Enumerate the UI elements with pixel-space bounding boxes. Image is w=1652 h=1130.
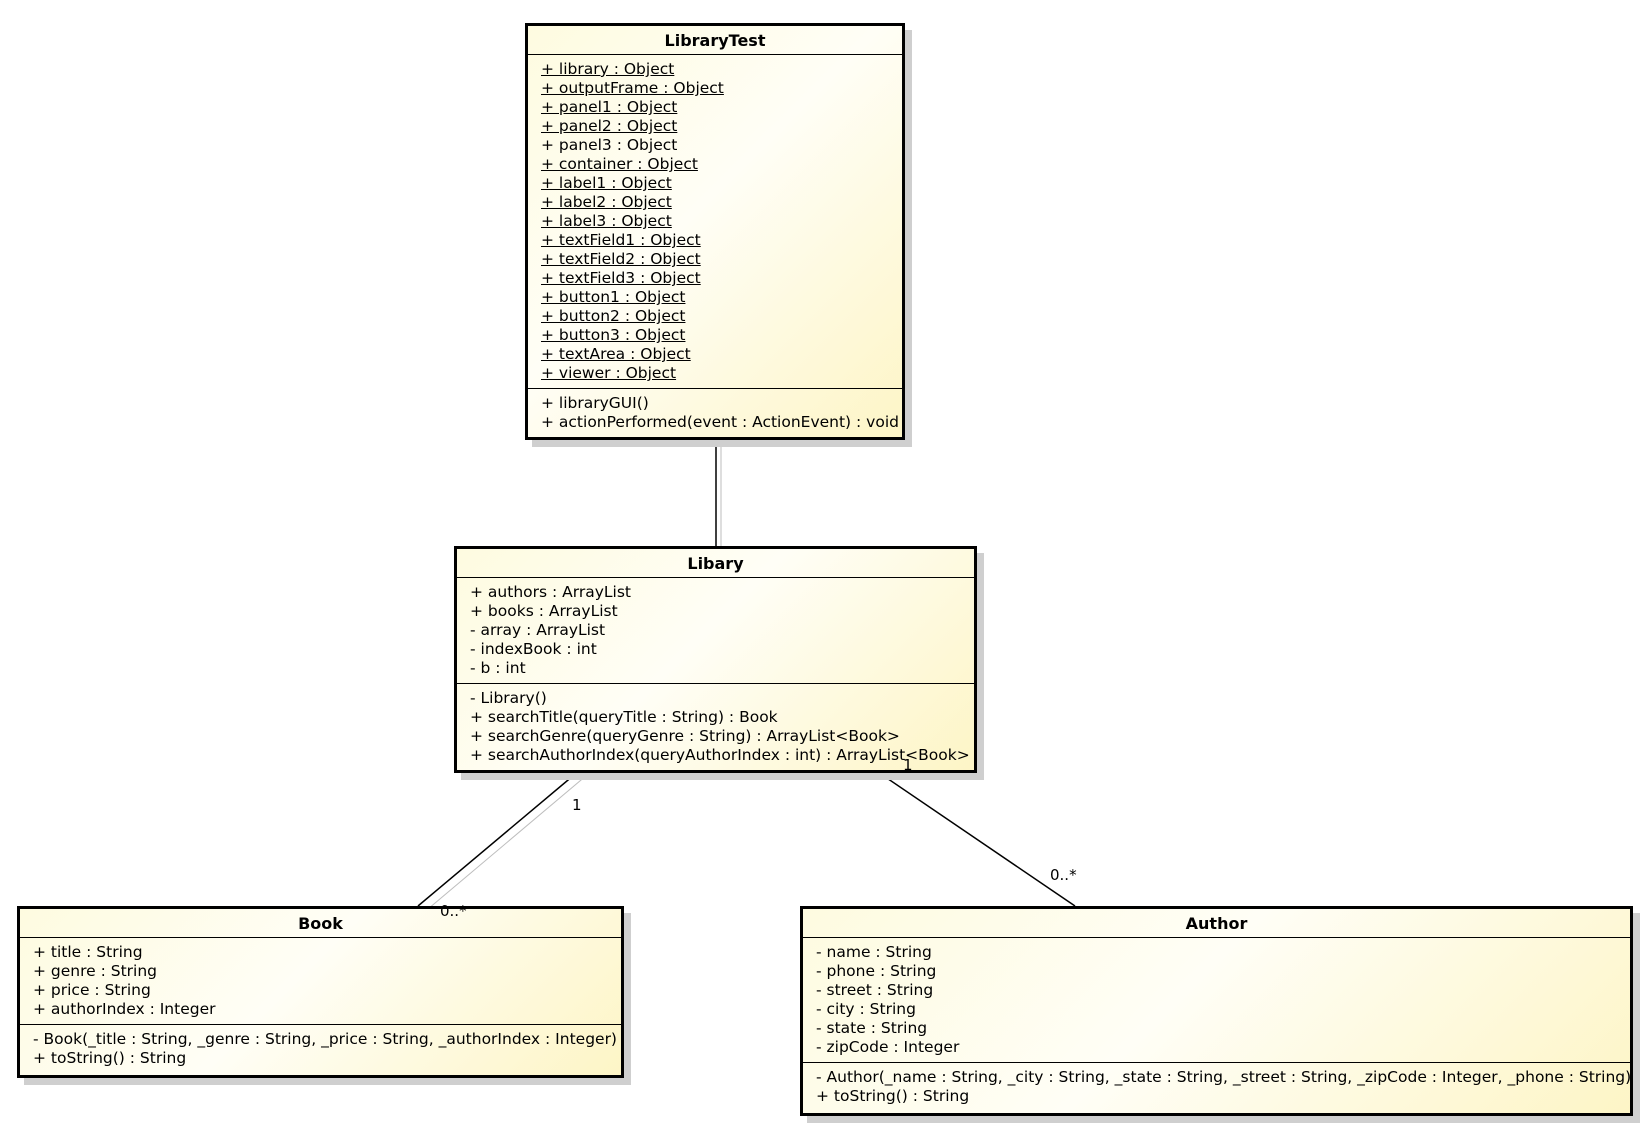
operation-row: - Author(_name : String, _city : String,… [816,1068,1632,1086]
attribute-row: - array : ArrayList [470,621,606,639]
attributes-compartment: - name : String- phone : String- street … [803,938,1630,1063]
attribute-row: + outputFrame : Object [541,79,724,97]
attribute-row: + price : String [33,981,151,999]
attributes-compartment: + title : String+ genre : String+ price … [20,938,621,1025]
class-name: Book [20,909,621,938]
operation-row: + toString() : String [816,1087,970,1105]
attribute-row: - b : int [470,659,526,677]
attribute-row: + panel1 : Object [541,98,678,116]
operation-row: + toString() : String [33,1049,187,1067]
attribute-row: - indexBook : int [470,640,597,658]
attribute-row: - name : String [816,943,932,961]
operation-row: + searchAuthorIndex(queryAuthorIndex : i… [470,746,970,764]
attribute-row: - city : String [816,1000,916,1018]
attribute-row: + button2 : Object [541,307,686,325]
attribute-row: + button1 : Object [541,288,686,306]
attribute-row: + genre : String [33,962,158,980]
operation-row: - Book(_title : String, _genre : String,… [33,1030,617,1048]
multiplicity-libary-author-source: 1 [903,756,913,774]
operation-row: + actionPerformed(event : ActionEvent) :… [541,413,899,431]
attribute-row: + button3 : Object [541,326,686,344]
attribute-row: - street : String [816,981,934,999]
class-libary[interactable]: Libary + authors : ArrayList+ books : Ar… [454,546,977,773]
attribute-row: + title : String [33,943,143,961]
attribute-row: + textField1 : Object [541,231,701,249]
attribute-row: + textField2 : Object [541,250,701,268]
class-librarytest[interactable]: LibraryTest + library : Object+ outputFr… [525,23,905,440]
attribute-row: - zipCode : Integer [816,1038,960,1056]
class-name: LibraryTest [528,26,902,55]
attribute-row: + panel3 : Object [541,136,678,154]
attribute-row: + textArea : Object [541,345,691,363]
attribute-row: + textField3 : Object [541,269,701,287]
operation-row: + searchGenre(queryGenre : String) : Arr… [470,727,900,745]
multiplicity-libary-book-source: 1 [572,796,582,814]
class-author[interactable]: Author - name : String- phone : String- … [800,906,1633,1116]
attribute-row: + container : Object [541,155,698,173]
attributes-compartment: + authors : ArrayList+ books : ArrayList… [457,578,974,684]
attribute-row: - phone : String [816,962,937,980]
association-libary-book [417,769,581,907]
class-name: Libary [457,549,974,578]
operation-row: + libraryGUI() [541,394,649,412]
attributes-compartment: + library : Object+ outputFrame : Object… [528,55,902,389]
multiplicity-libary-author-target: 0..* [1050,866,1077,884]
attribute-row: + authorIndex : Integer [33,1000,216,1018]
operations-compartment: - Author(_name : String, _city : String,… [803,1063,1632,1111]
attribute-row: + label1 : Object [541,174,672,192]
class-name: Author [803,909,1630,938]
operations-compartment: - Book(_title : String, _genre : String,… [20,1025,621,1073]
class-book[interactable]: Book + title : String+ genre : String+ p… [17,906,624,1078]
attribute-row: + books : ArrayList [470,602,618,620]
operation-row: + searchTitle(queryTitle : String) : Boo… [470,708,778,726]
attribute-row: - state : String [816,1019,928,1037]
operation-row: - Library() [470,689,547,707]
operations-compartment: + libraryGUI()+ actionPerformed(event : … [528,389,902,437]
multiplicity-libary-book-target: 0..* [440,902,467,920]
attribute-row: + panel2 : Object [541,117,678,135]
attribute-row: + library : Object [541,60,675,78]
operations-compartment: - Library()+ searchTitle(queryTitle : St… [457,684,974,770]
attribute-row: + viewer : Object [541,364,677,382]
attribute-row: + label2 : Object [541,193,672,211]
attribute-row: + authors : ArrayList [470,583,631,601]
association-libary-author [874,769,1076,907]
attribute-row: + label3 : Object [541,212,672,230]
